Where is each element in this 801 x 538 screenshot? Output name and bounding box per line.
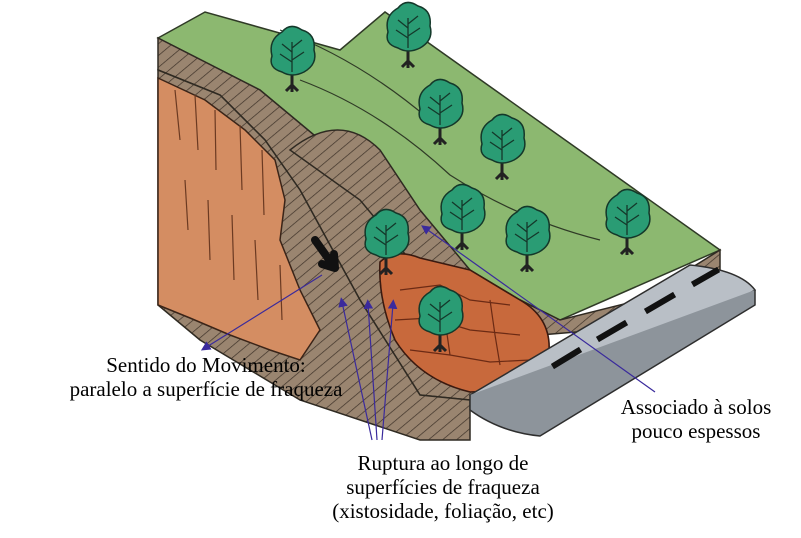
caption-rupture-surfaces: Ruptura ao longo de superfícies de fraqu… (292, 451, 594, 523)
caption-movement-line1: Sentido do Movimento: (106, 353, 306, 377)
caption-thin-soils: Associado à solos pouco espessos (596, 395, 796, 443)
leader-line-rupture-1 (338, 297, 373, 441)
caption-rupture-line1: Ruptura ao longo de (357, 451, 529, 475)
arrow-down-right-icon (311, 236, 339, 272)
leader-line-movement (200, 274, 323, 351)
caption-rupture-line3: (xistosidade, foliação, etc) (332, 499, 554, 523)
caption-movement-direction: Sentido do Movimento: paralelo a superfí… (50, 353, 362, 401)
caption-movement-line2: paralelo a superfície de fraqueza (69, 377, 343, 401)
leader-line-rupture-3 (381, 299, 398, 441)
leader-line-soils (421, 225, 656, 393)
bedrock-cracks (174, 89, 283, 321)
caption-soils-line1: Associado à solos (620, 395, 772, 419)
caption-soils-line2: pouco espessos (631, 419, 761, 443)
caption-rupture-line2: superfícies de fraqueza (346, 475, 540, 499)
road-center-dashes (550, 266, 721, 370)
leader-line-rupture-2 (363, 299, 378, 441)
road-edge (469, 290, 756, 437)
